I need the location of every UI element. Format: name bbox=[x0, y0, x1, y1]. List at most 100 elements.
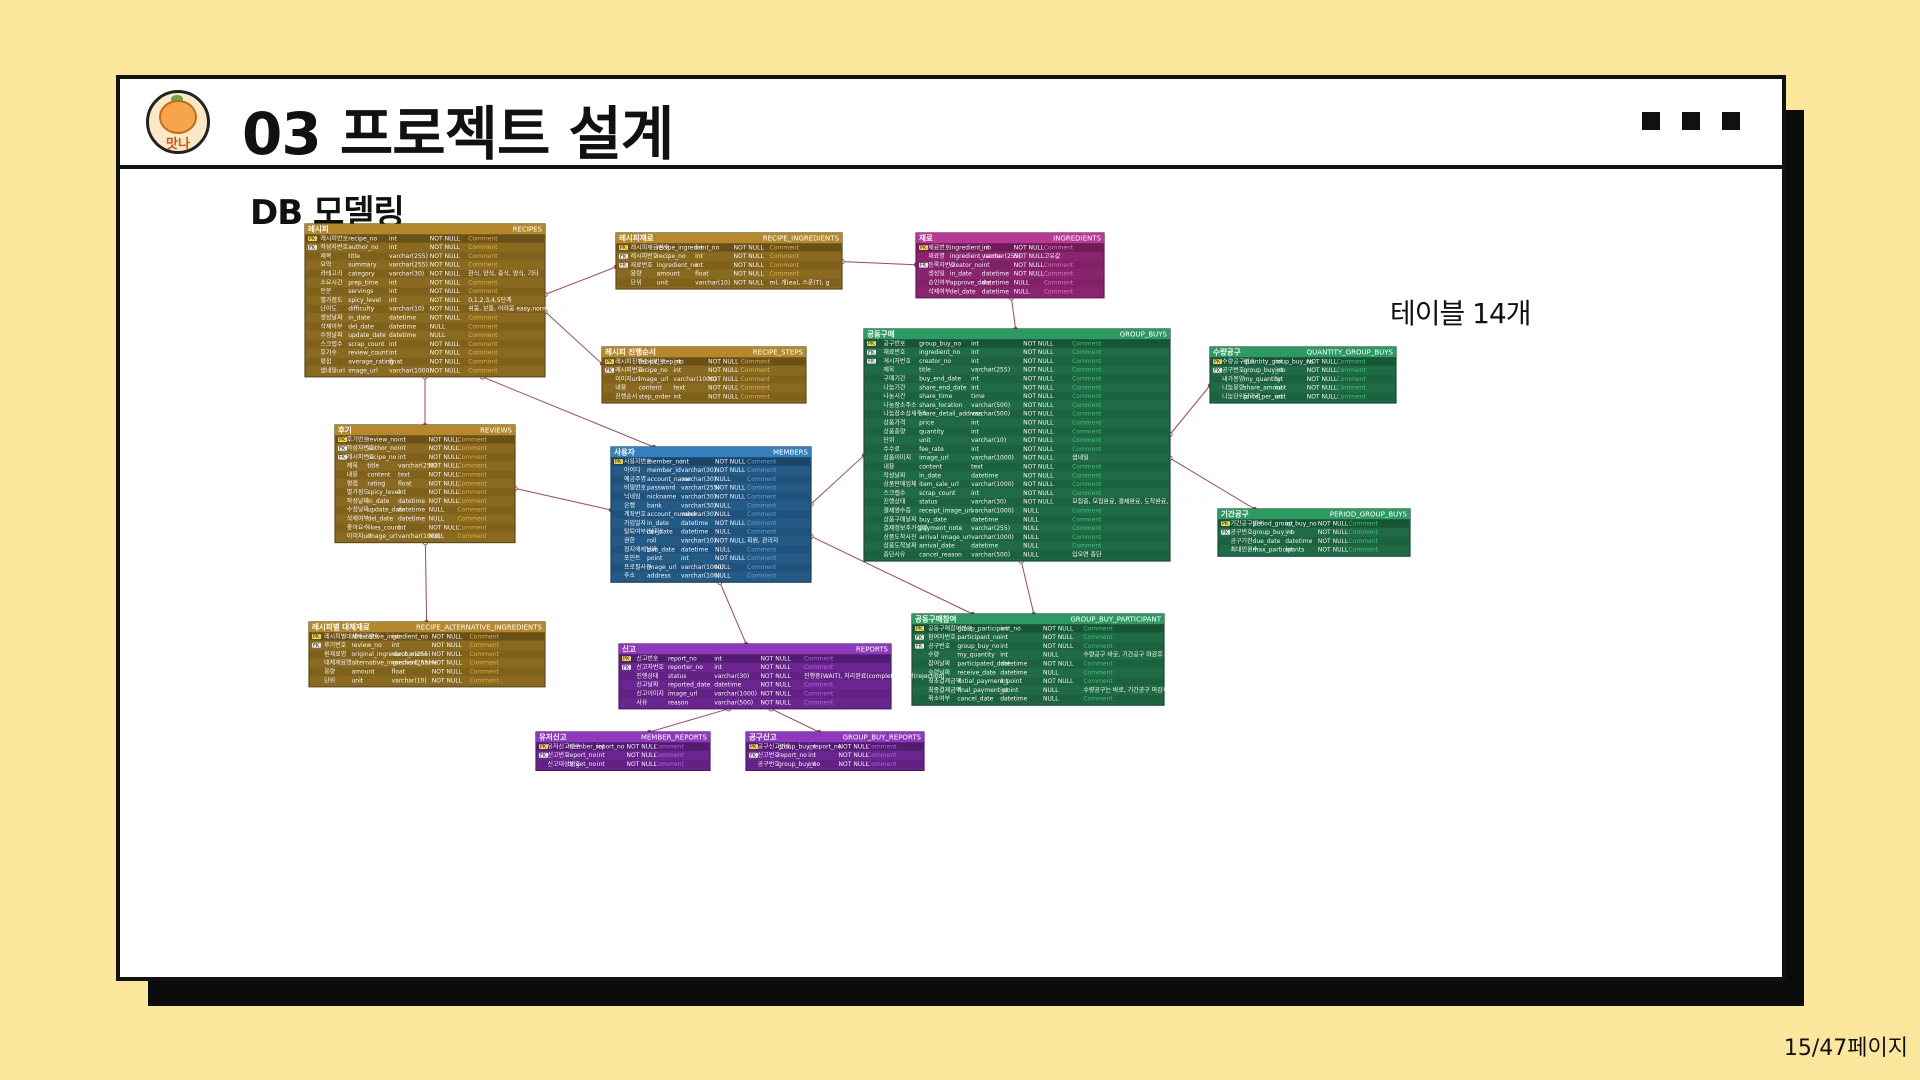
relation-line bbox=[424, 542, 428, 623]
field-label: 후기번호 bbox=[347, 435, 370, 443]
key-badge: PK bbox=[868, 341, 875, 347]
field-label: 레시피별대체재료번호 bbox=[324, 632, 380, 640]
field-null: NOT NULL bbox=[430, 350, 461, 357]
primary-key-icon bbox=[338, 437, 347, 442]
field-label: 상품구매날짜 bbox=[883, 515, 917, 523]
field-comment: Comment bbox=[804, 655, 834, 662]
field-null: NOT NULL bbox=[1307, 394, 1338, 401]
field-label: 이미지url bbox=[347, 532, 372, 540]
field-comment: Comment bbox=[867, 761, 897, 768]
field-name: password bbox=[647, 485, 676, 492]
field-label: 등록자번호 bbox=[928, 261, 956, 269]
field-name: share_time bbox=[919, 393, 952, 400]
field-type: int bbox=[1275, 376, 1283, 383]
field-label: 재료번호 bbox=[928, 243, 951, 251]
field-type: int bbox=[597, 743, 605, 750]
field-null: NOT NULL bbox=[734, 262, 765, 269]
field-label: 이미지url bbox=[615, 375, 640, 383]
field-comment: 진행중(WAIT), 처리완료(complete), 반려(rejection) bbox=[804, 672, 945, 680]
field-null: NULL bbox=[715, 476, 731, 483]
logo-leaf-icon bbox=[171, 95, 183, 103]
field-comment: Comment bbox=[747, 573, 777, 580]
field-name: my_quantity bbox=[957, 652, 995, 659]
field-comment: Comment bbox=[747, 476, 777, 483]
field-null: NOT NULL bbox=[1043, 634, 1074, 641]
key-badge: PK bbox=[623, 656, 630, 662]
field-type: int bbox=[398, 454, 406, 461]
field-type: varchar(30) bbox=[681, 476, 716, 483]
table-name: MEMBER_REPORTS bbox=[641, 733, 708, 741]
foreign-key-icon bbox=[338, 454, 347, 460]
field-comment: Comment bbox=[747, 494, 777, 501]
field-type: int bbox=[673, 367, 681, 374]
field-null: NULL bbox=[1014, 280, 1030, 287]
field-comment: Comment bbox=[468, 332, 498, 339]
field-comment: Comment bbox=[457, 507, 487, 514]
field-type: int bbox=[681, 555, 689, 562]
field-type: int bbox=[714, 664, 722, 671]
field-label: 신고자번호 bbox=[636, 663, 664, 671]
field-comment: Comment bbox=[468, 315, 498, 322]
field-null: NOT NULL bbox=[1318, 547, 1349, 554]
field-label: 최종결제금액 bbox=[928, 686, 961, 694]
field-comment: Comment bbox=[468, 279, 498, 286]
field-label: 인분 bbox=[320, 288, 332, 295]
field-null: NOT NULL bbox=[432, 642, 463, 649]
field-type: datetime bbox=[1285, 538, 1312, 545]
field-null: NULL bbox=[715, 502, 731, 509]
field-label: 제목 bbox=[347, 462, 359, 470]
field-label: 기간공구번호 bbox=[1231, 519, 1265, 527]
brand-logo: 맛나 bbox=[146, 90, 210, 154]
field-type: varchar(10) bbox=[695, 280, 730, 287]
field-comment: Comment bbox=[1072, 437, 1102, 444]
field-type: float bbox=[392, 669, 406, 676]
field-null: NULL bbox=[430, 323, 446, 330]
field-null: NOT NULL bbox=[1043, 643, 1074, 650]
field-comment: Comment bbox=[770, 271, 800, 278]
table-name: PERIOD_GROUP_BUYS bbox=[1330, 510, 1408, 518]
field-null: NULL bbox=[1014, 288, 1030, 295]
field-type: int bbox=[808, 743, 816, 750]
field-type: datetime bbox=[971, 472, 998, 479]
field-comment: Comment bbox=[741, 394, 771, 401]
field-type: varchar(255) bbox=[392, 660, 431, 667]
table-name: RECIPE_INGREDIENTS bbox=[763, 234, 840, 242]
table-label: 재료 bbox=[919, 232, 933, 242]
field-null: NOT NULL bbox=[760, 673, 791, 680]
field-null: NOT NULL bbox=[708, 394, 739, 401]
field-type: time bbox=[971, 393, 985, 400]
field-label: 신고날짜 bbox=[636, 681, 659, 689]
menu-dots-icon[interactable] bbox=[1642, 112, 1740, 130]
field-comment: 회원, 관리자 bbox=[747, 537, 779, 545]
table-label: 기간공구 bbox=[1221, 508, 1249, 518]
field-comment: Comment bbox=[867, 752, 897, 759]
field-comment: Comment bbox=[804, 691, 834, 698]
field-label: 나눔용량 bbox=[1222, 384, 1245, 392]
foreign-key-icon bbox=[619, 253, 628, 259]
field-type: int bbox=[971, 340, 979, 347]
table-name: GROUP_BUY_PARTICIPANT bbox=[1070, 615, 1161, 623]
